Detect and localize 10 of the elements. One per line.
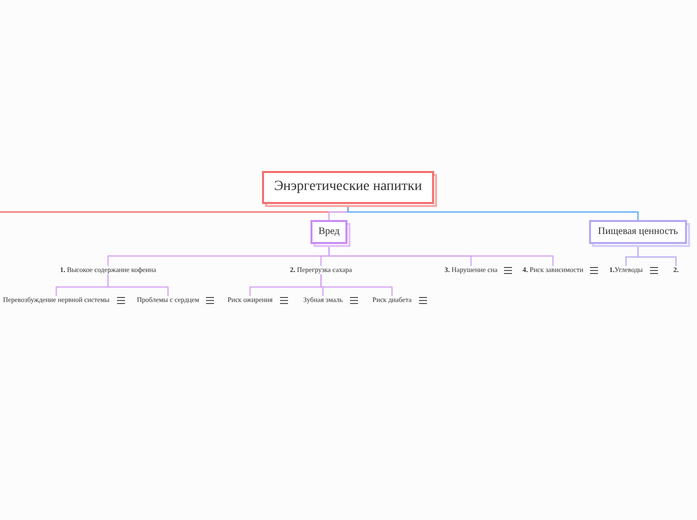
connector-line [637,244,677,266]
topic-title: Вред [318,226,340,237]
connector-line [107,274,169,296]
topic-title: Энэргетические напитки [274,179,422,194]
central-topic-box [262,171,434,204]
main-topic-box [310,220,348,244]
main-topic-box [589,220,687,244]
connector-line [320,274,393,296]
topic-title: Пищевая ценность [598,226,678,237]
connector-line [328,244,554,266]
